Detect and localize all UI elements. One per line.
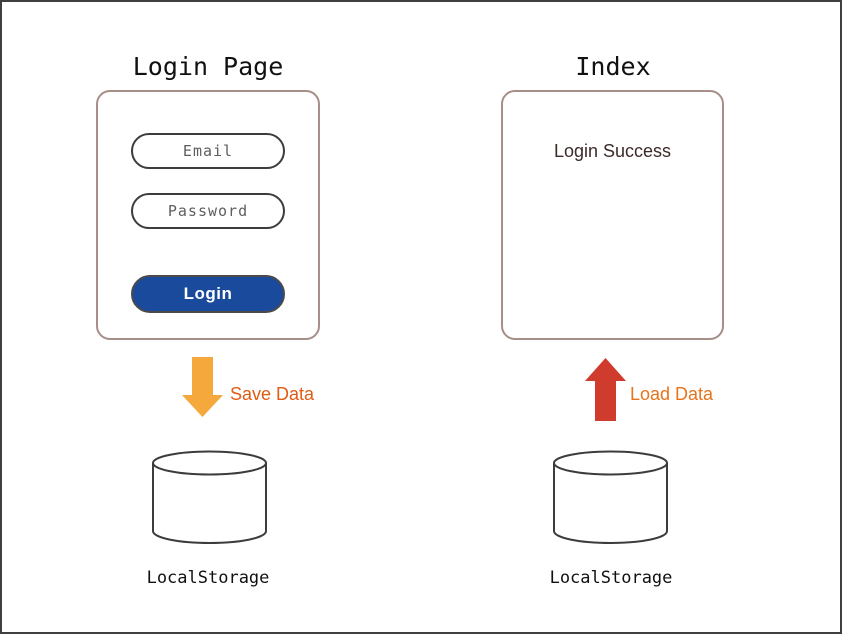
index-page-title: Index	[575, 52, 651, 81]
password-field[interactable]: Password	[131, 193, 285, 229]
login-success-message: Login Success	[553, 141, 672, 161]
arrow-down-icon	[182, 357, 223, 417]
database-cylinder-icon	[553, 450, 668, 545]
right-storage-label: LocalStorage	[549, 568, 673, 588]
database-cylinder-icon	[152, 450, 267, 545]
email-field[interactable]: Email	[131, 133, 285, 169]
index-page-panel	[501, 90, 724, 340]
save-data-label: Save Data	[230, 384, 315, 404]
password-field-placeholder: Password	[167, 202, 249, 220]
login-button-label: Login	[183, 284, 233, 303]
email-field-placeholder: Email	[182, 142, 234, 160]
arrow-up-icon	[585, 358, 626, 421]
login-page-title: Login Page	[132, 52, 284, 81]
login-button[interactable]: Login	[131, 275, 285, 313]
load-data-label: Load Data	[630, 384, 714, 404]
left-storage-label: LocalStorage	[146, 568, 270, 588]
